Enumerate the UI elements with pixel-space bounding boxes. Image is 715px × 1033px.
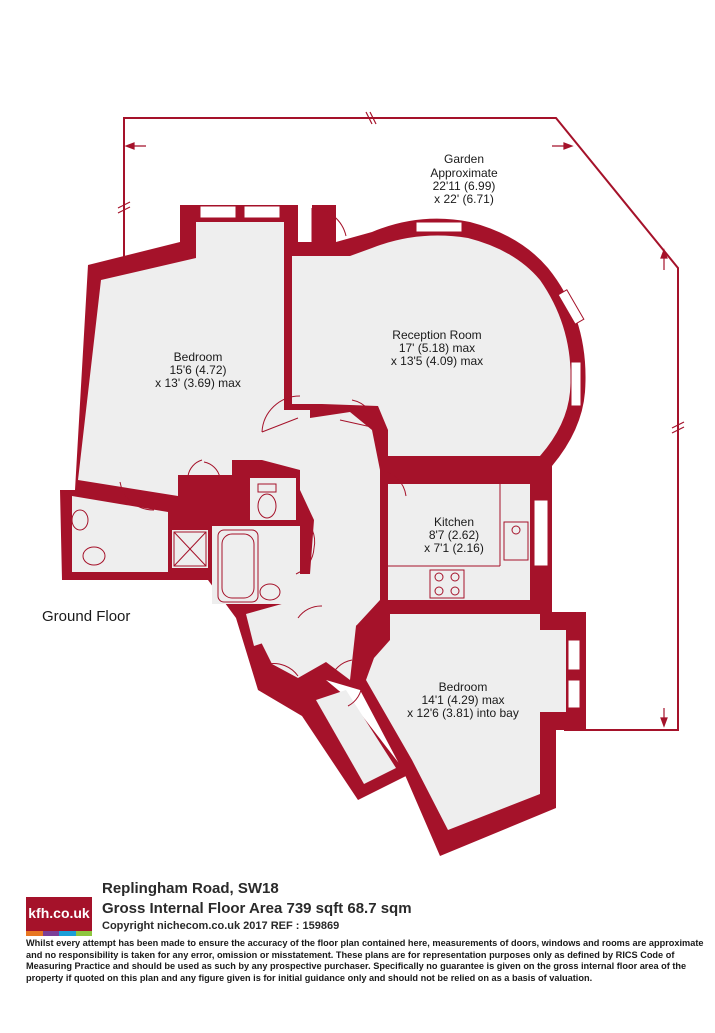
reception-floor [292, 235, 571, 456]
garden-dimension-arrows [117, 111, 685, 728]
logo-stripe [26, 931, 92, 936]
logo-stripe-green [75, 931, 92, 936]
kitchen-dim2: x 7'1 (2.16) [424, 541, 484, 555]
fixtures [71, 483, 529, 603]
kitchen-floor [388, 484, 530, 600]
bedroom2-dim2: x 12'6 (3.81) into bay [407, 706, 519, 720]
cupboard-floor [316, 690, 396, 784]
copyright-text: Copyright nichecom.co.uk 2017 REF : 1598… [102, 920, 340, 932]
kfh-logo[interactable]: kfh.co.uk [26, 897, 92, 931]
bathroom-floor [212, 526, 300, 604]
garden-title: Garden [444, 152, 484, 166]
reception-title: Reception Room [392, 328, 481, 342]
garden-dim2: x 22' (6.71) [434, 192, 494, 206]
logo-stripe-orange [26, 931, 43, 936]
garden-boundary [123, 117, 679, 731]
disclaimer-text: Whilst every attempt has been made to en… [26, 938, 704, 983]
store-floor [246, 600, 302, 646]
garden-dim1: 22'11 (6.99) [433, 179, 496, 193]
logo-stripe-blue [59, 931, 76, 936]
bedroom2-title: Bedroom [439, 680, 488, 694]
floor-plan: Garden Approximate 22'11 (6.99) x 22' (6… [60, 111, 685, 856]
hallway-floor [260, 412, 380, 680]
kitchen-title: Kitchen [434, 515, 474, 529]
floor-label: Ground Floor [42, 608, 131, 625]
bedroom1-dim2: x 13' (3.69) max [155, 376, 241, 390]
bedroom1-title: Bedroom [174, 350, 223, 364]
wc-floor [250, 478, 296, 520]
logo-stripe-purple [42, 931, 59, 936]
bedroom1-dim1: 15'6 (4.72) [170, 363, 227, 377]
doors [119, 207, 407, 707]
windows [199, 205, 585, 709]
reception-dim1: 17' (5.18) max [399, 341, 475, 355]
garden-subtitle: Approximate [430, 166, 498, 180]
reception-dim2: x 13'5 (4.09) max [391, 354, 483, 368]
bedroom2-dim1: 14'1 (4.29) max [422, 693, 505, 707]
ensuite-floor [72, 496, 168, 572]
bedroom2-floor [366, 614, 566, 830]
property-address: Replingham Road, SW18 [102, 880, 279, 897]
kitchen-dim1: 8'7 (2.62) [429, 528, 479, 542]
floor-area: Gross Internal Floor Area 739 sqft 68.7 … [102, 900, 412, 917]
bedroom1-floor [78, 222, 310, 496]
